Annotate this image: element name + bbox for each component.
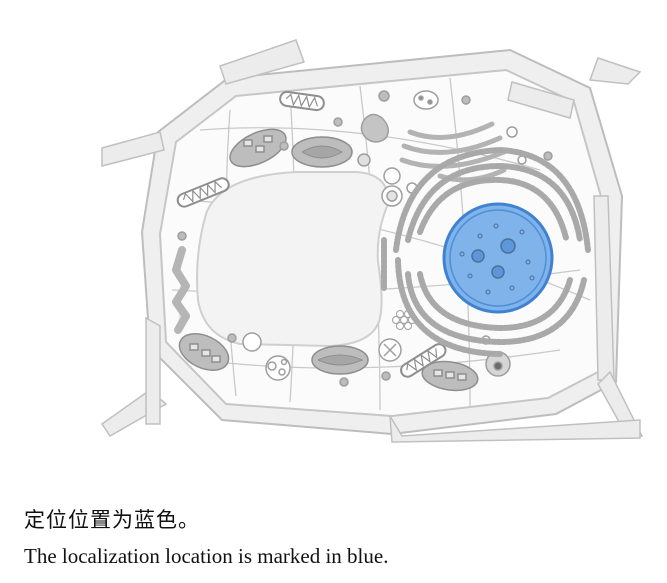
wall-ext-bottom [389,415,641,443]
rough-er-sheet [417,176,569,241]
nucleolus [471,249,485,263]
nuclear-envelope-inner [449,209,547,307]
vesicle [279,141,289,151]
chloroplast [421,360,479,392]
peroxisome-cluster [265,355,291,381]
golgi-cisterna [407,121,495,140]
rough-endoplasmic-reticulum [381,146,591,357]
vesicle [242,332,262,352]
endoplasmic-reticulum-strand [172,246,190,334]
mitochondria [176,90,447,378]
vesicle [381,371,391,381]
rough-er-sheet [417,271,573,332]
golgi-cisterna [399,149,507,169]
chloroplasts [178,128,479,392]
caption-chinese: 定位位置为蓝色。 [24,508,200,532]
vesicle [357,153,371,167]
vesicle [378,90,390,102]
rough-er-sheet [393,146,591,253]
mitochondrion [176,177,230,208]
rough-er-sheet [395,257,503,357]
rough-er-sheet [405,271,587,346]
golgi-cisterna [401,135,503,155]
central-vacuole [196,171,390,348]
vesicle [339,377,349,387]
vesicle-dot [418,95,424,101]
vesicle [506,126,518,138]
vesicle-dot [427,99,433,105]
golgi-vesicle [360,113,389,143]
peroxisome [413,90,439,110]
plant-cell-diagram [100,39,644,443]
vesicle [333,117,343,127]
chromatin-dots [459,223,535,295]
nucleolus [491,265,505,279]
wall-ext-top [219,39,305,85]
nuclear-envelope [442,202,554,314]
small-vacuole-ring [381,185,403,207]
nucleus[interactable] [442,202,554,314]
nucleolus [500,238,516,254]
chloroplast [178,333,230,371]
wall-ext-topright [588,57,642,85]
chloroplast [291,136,353,168]
chloroplast [311,345,369,375]
vesicle [383,167,401,185]
vesicles [177,90,553,387]
vesicle [177,231,187,241]
wall-ext-right-top [507,81,575,119]
caption-english: The localization location is marked in b… [24,544,389,568]
lysosome [378,338,402,362]
vesicle [227,333,237,343]
mitochondrion [400,343,447,378]
vesicle [461,95,471,105]
rough-er-sheet [405,162,583,243]
wall-ext-left [145,316,161,425]
chloroplast [229,128,287,168]
vesicle [543,151,553,161]
mitochondrion [279,90,325,112]
wall-ext-topleft [101,131,165,167]
